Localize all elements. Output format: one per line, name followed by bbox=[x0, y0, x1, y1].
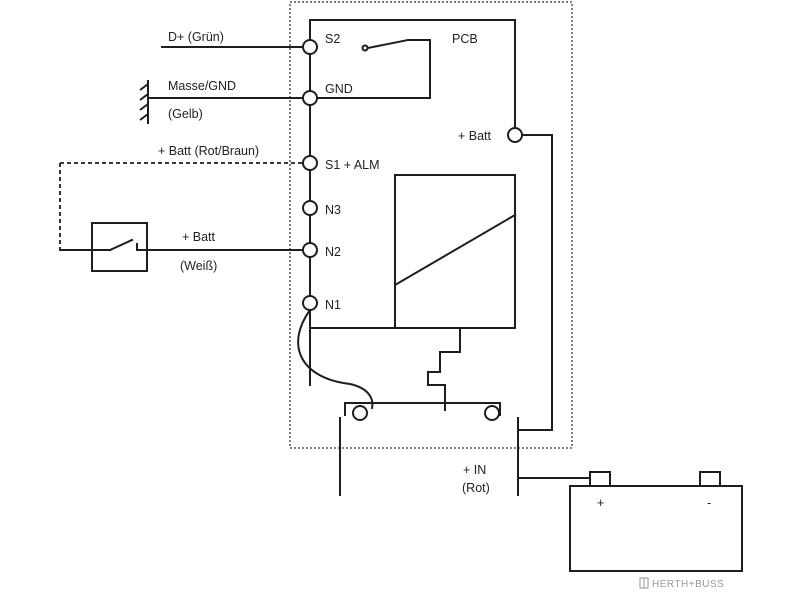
label-pcb: PCB bbox=[452, 32, 478, 46]
label-batt-pcb: + Batt bbox=[458, 129, 492, 143]
label-n1: N1 bbox=[325, 298, 341, 312]
terminal-n1 bbox=[302, 295, 318, 311]
label-weiss: (Weiß) bbox=[180, 259, 217, 273]
terminal-n2 bbox=[302, 242, 318, 258]
label-in: + IN bbox=[463, 463, 486, 477]
module-boundary bbox=[289, 1, 573, 449]
terminal-s1-alm bbox=[302, 155, 318, 171]
battery-body bbox=[569, 485, 743, 572]
label-battery-minus: - bbox=[707, 496, 711, 510]
label-d-plus: D+ (Grün) bbox=[168, 30, 224, 44]
battery bbox=[517, 471, 743, 572]
label-battery-plus: + bbox=[597, 496, 604, 510]
n1-curved-wire bbox=[297, 308, 374, 410]
contactor-terminal-left bbox=[352, 405, 368, 421]
terminal-gnd bbox=[302, 90, 318, 106]
label-rot: (Rot) bbox=[462, 481, 490, 495]
step-coil bbox=[427, 327, 461, 411]
control-block-diagonal bbox=[393, 213, 517, 287]
label-s2: S2 bbox=[325, 32, 340, 46]
herth-buss-logo-icon bbox=[639, 577, 649, 589]
external-switch bbox=[91, 222, 148, 272]
s2-contact-arm bbox=[366, 38, 410, 50]
watermark-text: HERTH+BUSS bbox=[652, 579, 724, 590]
label-batt-rot-braun: + Batt (Rot/Braun) bbox=[158, 144, 259, 158]
s2-contact-pivot bbox=[361, 44, 369, 52]
label-batt-switch: + Batt bbox=[182, 230, 216, 244]
terminal-n3 bbox=[302, 200, 318, 216]
control-block bbox=[394, 174, 516, 329]
label-gnd: GND bbox=[325, 82, 353, 96]
label-masse: Masse/GND bbox=[168, 79, 236, 93]
battery-post-minus bbox=[699, 471, 721, 487]
terminal-s2 bbox=[302, 39, 318, 55]
label-n3: N3 bbox=[325, 203, 341, 217]
terminal-batt-pcb bbox=[507, 127, 523, 143]
ground-symbol-icon bbox=[139, 80, 149, 124]
battery-post-plus bbox=[589, 471, 611, 487]
label-s1-alm: S1 + ALM bbox=[325, 158, 380, 172]
label-gelb: (Gelb) bbox=[168, 107, 203, 121]
contactor-terminal-right bbox=[484, 405, 500, 421]
label-n2: N2 bbox=[325, 245, 341, 259]
